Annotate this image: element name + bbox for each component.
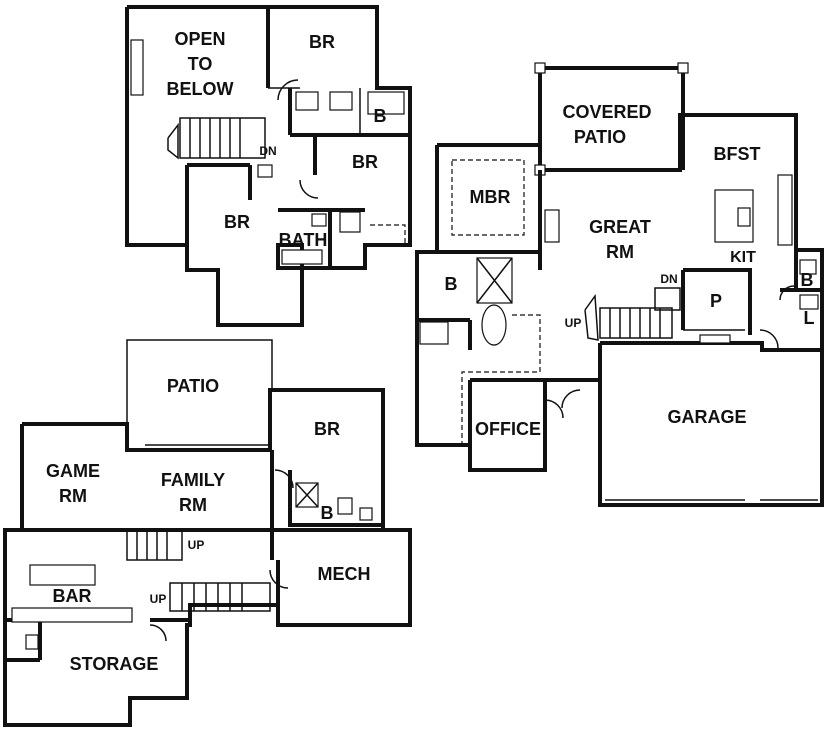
- lower-stair-1: [126, 529, 183, 561]
- main-floor-plan: COVERED PATIO BFST MBR GREAT RM KIT B P …: [415, 62, 824, 507]
- room-label-br: BR: [352, 152, 378, 172]
- upper-stair: [167, 117, 266, 160]
- room-label-open-to-below: BELOW: [167, 79, 234, 99]
- room-label-laundry: L: [804, 308, 815, 328]
- bar-counter-icon: [29, 564, 96, 586]
- sink-icon: [359, 507, 373, 521]
- room-label-covered-patio: PATIO: [574, 127, 626, 147]
- stair-label-dn: DN: [660, 272, 677, 286]
- room-label-game-rm: RM: [59, 486, 87, 506]
- door-swing-icon: [561, 389, 581, 409]
- lower-stair-2: [169, 582, 271, 612]
- door-swing-icon: [274, 469, 294, 489]
- room-label-bath: B: [321, 503, 334, 523]
- upper-floor-plan: OPEN TO BELOW BR B BR BR BATH DN: [125, 5, 412, 327]
- stair-label-up: UP: [150, 592, 167, 606]
- room-label-mbr: MBR: [470, 187, 511, 207]
- lower-floor-plan: PATIO BR GAME RM FAMILY RM B MECH BAR ST…: [3, 339, 412, 727]
- sink-icon: [339, 211, 361, 233]
- door-swing-icon: [277, 79, 299, 101]
- toilet-icon: [419, 321, 449, 345]
- room-label-bath: B: [374, 106, 387, 126]
- room-label-bath: B: [801, 270, 814, 290]
- toilet-icon: [337, 497, 353, 515]
- room-label-family-rm: RM: [179, 495, 207, 515]
- room-label-bath: B: [445, 274, 458, 294]
- door-swing-icon: [779, 285, 795, 301]
- room-label-mech: MECH: [318, 564, 371, 584]
- bathtub-icon: [481, 304, 507, 346]
- room-label-patio: PATIO: [167, 376, 219, 396]
- room-label-br: BR: [314, 419, 340, 439]
- room-label-br: BR: [224, 212, 250, 232]
- stair-label-up: UP: [188, 538, 205, 552]
- room-label-storage: STORAGE: [70, 654, 159, 674]
- main-stair: [584, 287, 681, 341]
- room-label-bfst: BFST: [714, 144, 761, 164]
- stair-label-dn: DN: [259, 144, 276, 158]
- room-label-bar: BAR: [53, 586, 92, 606]
- door-swing-icon: [759, 329, 779, 349]
- washer-icon: [799, 294, 819, 310]
- door-swing-icon: [299, 179, 319, 199]
- room-label-game-rm: GAME: [46, 461, 100, 481]
- stair-label-up: UP: [565, 316, 582, 330]
- room-label-great-rm: RM: [606, 242, 634, 262]
- toilet-icon: [311, 213, 327, 227]
- toilet-icon: [799, 259, 817, 275]
- door-swing-icon: [544, 399, 564, 419]
- room-label-open-to-below: TO: [188, 54, 213, 74]
- room-label-br: BR: [309, 32, 335, 52]
- room-label-bath: BATH: [279, 230, 328, 250]
- counter-icon: [11, 607, 133, 623]
- door-swing-icon: [269, 569, 289, 589]
- room-label-office: OFFICE: [475, 419, 541, 439]
- room-label-kit: KIT: [730, 249, 756, 266]
- room-label-great-rm: GREAT: [589, 217, 651, 237]
- fireplace-icon: [544, 209, 560, 243]
- closet-icon: [257, 164, 273, 178]
- sink-icon: [295, 91, 319, 111]
- door-swing-icon: [149, 624, 167, 642]
- sink-icon: [25, 634, 39, 650]
- room-label-family-rm: FAMILY: [161, 470, 225, 490]
- room-label-covered-patio: COVERED: [562, 102, 651, 122]
- room-label-open-to-below: OPEN: [174, 29, 225, 49]
- room-label-pantry: P: [710, 291, 722, 311]
- room-label-garage: GARAGE: [667, 407, 746, 427]
- bathtub-icon: [281, 249, 323, 265]
- sink-icon: [329, 91, 353, 111]
- bathtub-icon: [367, 91, 405, 115]
- counter-icon: [777, 174, 793, 246]
